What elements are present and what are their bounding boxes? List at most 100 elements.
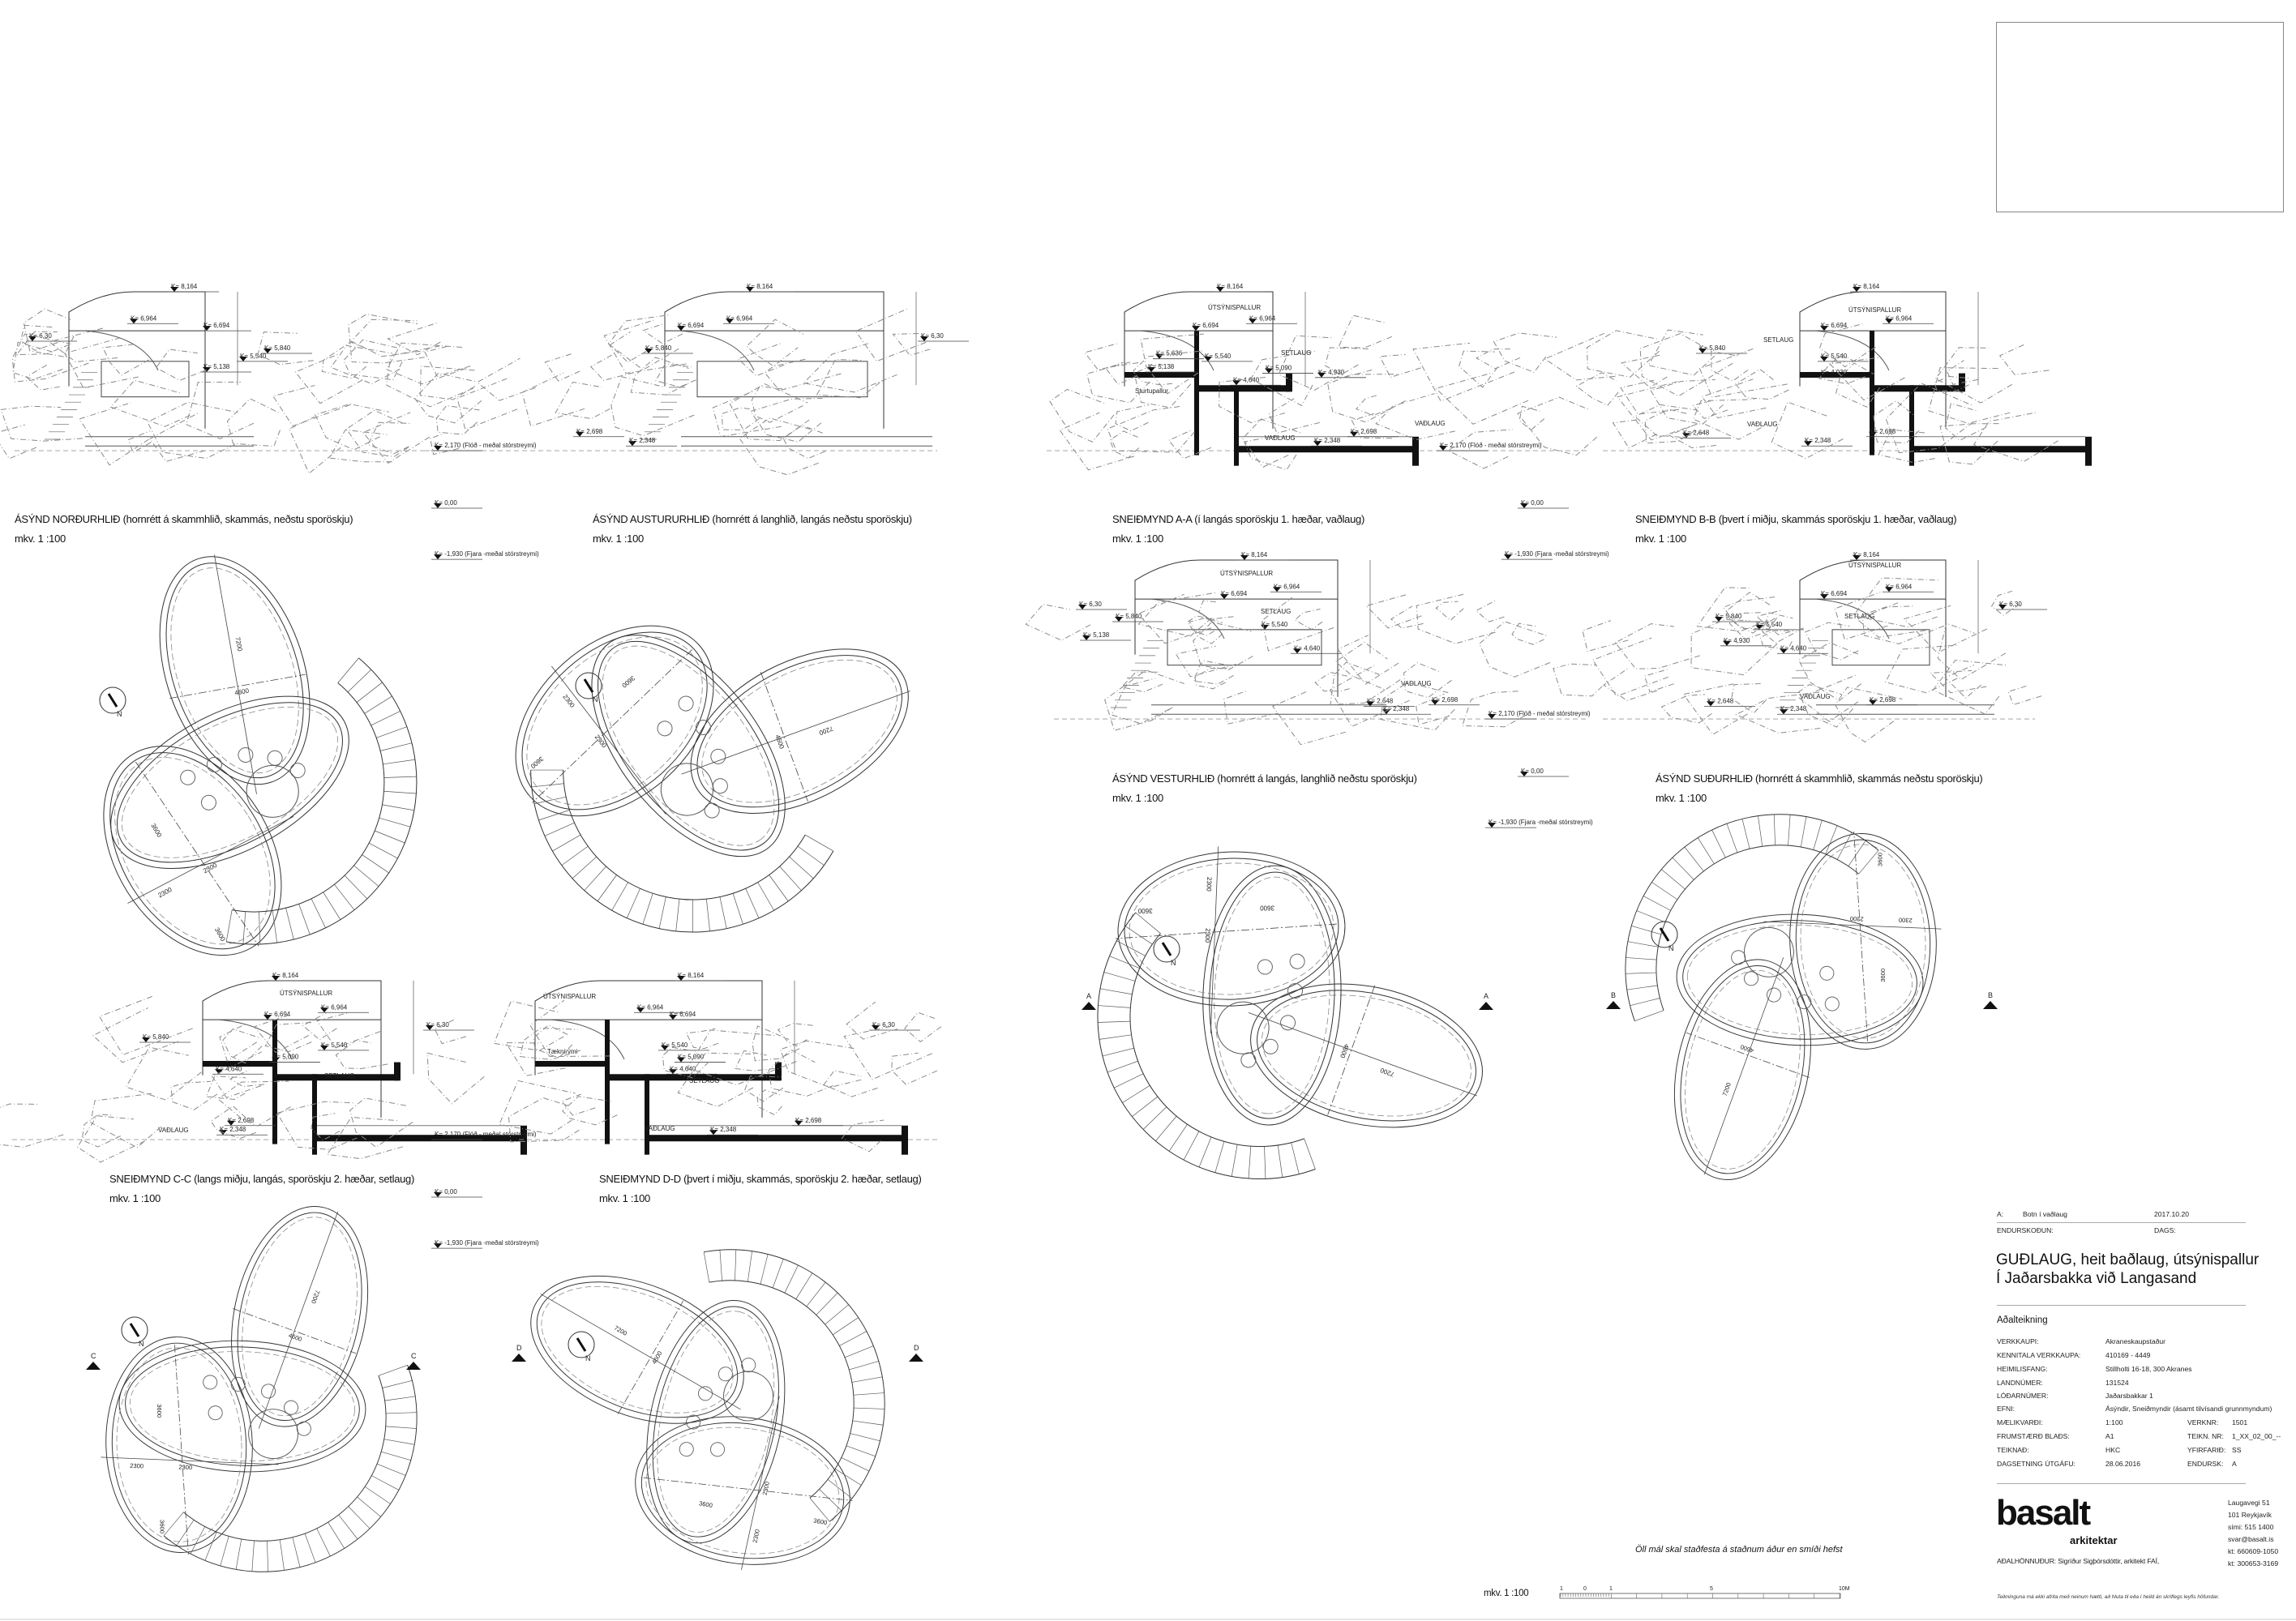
hot-tub-circle xyxy=(723,1371,773,1422)
column-circle xyxy=(230,1376,246,1392)
rock-outline xyxy=(1511,622,1544,645)
section-mark: D xyxy=(909,1344,923,1362)
level-triangle-icon xyxy=(426,1024,434,1030)
rock-outline xyxy=(1735,691,1821,734)
section-mark: B xyxy=(1606,991,1621,1009)
dimension-label: 7200 xyxy=(613,1324,628,1337)
rock-outline xyxy=(1242,418,1304,471)
rock-outline xyxy=(210,1106,257,1140)
rock-outline xyxy=(1731,683,1767,714)
level-triangle-icon xyxy=(795,1120,803,1126)
section-mark-letter: D xyxy=(914,1344,919,1352)
level-label: K= 6,964 xyxy=(321,1003,348,1011)
pool-wall xyxy=(1286,373,1292,392)
lower-oval-wall xyxy=(1117,851,1346,1007)
rock-outline xyxy=(1690,618,1778,676)
rock-outline xyxy=(1175,645,1236,678)
level-label: K= 5,840 xyxy=(143,1033,169,1041)
level-triangle-icon xyxy=(1504,554,1512,560)
rock-outline xyxy=(345,409,409,457)
dimension-label: 3600 xyxy=(620,674,636,690)
level-triangle-icon xyxy=(1520,772,1528,776)
stair-tread xyxy=(383,776,417,778)
level-label: K= 2,698 xyxy=(1870,428,1896,435)
rock-outline xyxy=(1878,429,1935,464)
rock-outline xyxy=(1193,660,1234,685)
floor-slab xyxy=(535,1060,608,1067)
stair-tread xyxy=(298,904,311,935)
level-triangle-icon xyxy=(1820,594,1828,600)
rock-outline xyxy=(904,1012,942,1043)
room-label: SETLAUG xyxy=(1763,336,1793,344)
lower-oval-wall xyxy=(1800,844,1926,1039)
dimension-label: 3600 xyxy=(149,823,163,839)
level-triangle-icon xyxy=(1249,319,1257,324)
level-triangle-icon xyxy=(434,1135,442,1140)
dimension-line xyxy=(1703,957,1784,1175)
rock-outline xyxy=(386,345,474,408)
level-triangle-icon xyxy=(1885,587,1893,592)
rock-outline xyxy=(1268,398,1320,434)
stair-tread xyxy=(338,1514,358,1540)
stair-tread xyxy=(819,1489,842,1512)
rock-outline xyxy=(1198,600,1234,620)
wading-pool-wall xyxy=(520,1125,527,1155)
wall-section xyxy=(1194,331,1199,456)
rock-outline xyxy=(891,1052,938,1085)
rock-outline xyxy=(456,377,518,430)
info-value: 131524 xyxy=(2105,1379,2129,1387)
rock-outline xyxy=(1587,330,1660,378)
room-label: VAÐLAUG xyxy=(1800,693,1831,700)
stair-tread xyxy=(1711,829,1726,858)
level-label: K= 6,694 xyxy=(1221,590,1248,597)
floor-slab xyxy=(1124,371,1197,378)
dimension-label: 7200 xyxy=(818,725,834,737)
rock-pattern xyxy=(1049,314,1616,471)
rock-outline xyxy=(1314,672,1350,692)
building-volume xyxy=(1831,629,1930,666)
upper-oval-wall xyxy=(159,556,311,785)
stair-stringer xyxy=(563,770,806,900)
stair-tread xyxy=(1788,815,1791,846)
stair-tread xyxy=(1155,1115,1177,1141)
stair-tread xyxy=(383,790,417,794)
stair-tread xyxy=(1630,998,1660,1007)
rock-outline xyxy=(749,397,823,443)
info-value: Ásýndir, Sneiðmyndir (ásamt tilvísandi g… xyxy=(2105,1405,2272,1413)
hot-tub-circle xyxy=(1744,926,1794,977)
centerline xyxy=(1327,985,1376,1115)
rock-outline xyxy=(1351,413,1393,439)
column-circle xyxy=(1257,959,1273,975)
stair-tread xyxy=(382,804,414,811)
rock-outline xyxy=(1109,430,1141,459)
rock-pattern xyxy=(1582,577,2042,743)
column-circle xyxy=(1289,953,1305,969)
rock-outline xyxy=(253,1013,310,1054)
rock-outline xyxy=(1476,349,1521,370)
lower-oval-wall xyxy=(515,625,714,817)
dimension-line xyxy=(540,1294,741,1410)
rock-outline xyxy=(1937,622,2007,681)
stair-tread xyxy=(1291,1142,1300,1174)
rock-outline xyxy=(1479,621,1551,678)
stair-tread xyxy=(533,796,567,804)
level-triangle-icon xyxy=(1869,431,1877,437)
stair-tread xyxy=(1114,1073,1144,1089)
level-label: K= 5,540 xyxy=(1821,353,1848,360)
rock-outline xyxy=(125,1046,202,1101)
level-label: K= 8,164 xyxy=(747,283,773,290)
stair-tread xyxy=(1099,1034,1132,1040)
rock-outline xyxy=(1660,694,1712,724)
level-label: K= 6,30 xyxy=(426,1021,449,1029)
building-volume xyxy=(101,361,190,398)
level-label: K= -1,930 (Fjara -meðal stórstreymi) xyxy=(1489,819,1593,826)
level-triangle-icon xyxy=(1707,701,1715,707)
middle-oval-wall xyxy=(1676,913,1924,1046)
north-label: N xyxy=(117,710,122,718)
lead-designer: AÐALHÖNNUÐUR: Sigríður Sigþórsdóttir, ar… xyxy=(1997,1557,2160,1565)
level-triangle-icon xyxy=(1265,368,1273,374)
centerline xyxy=(1116,923,1337,939)
